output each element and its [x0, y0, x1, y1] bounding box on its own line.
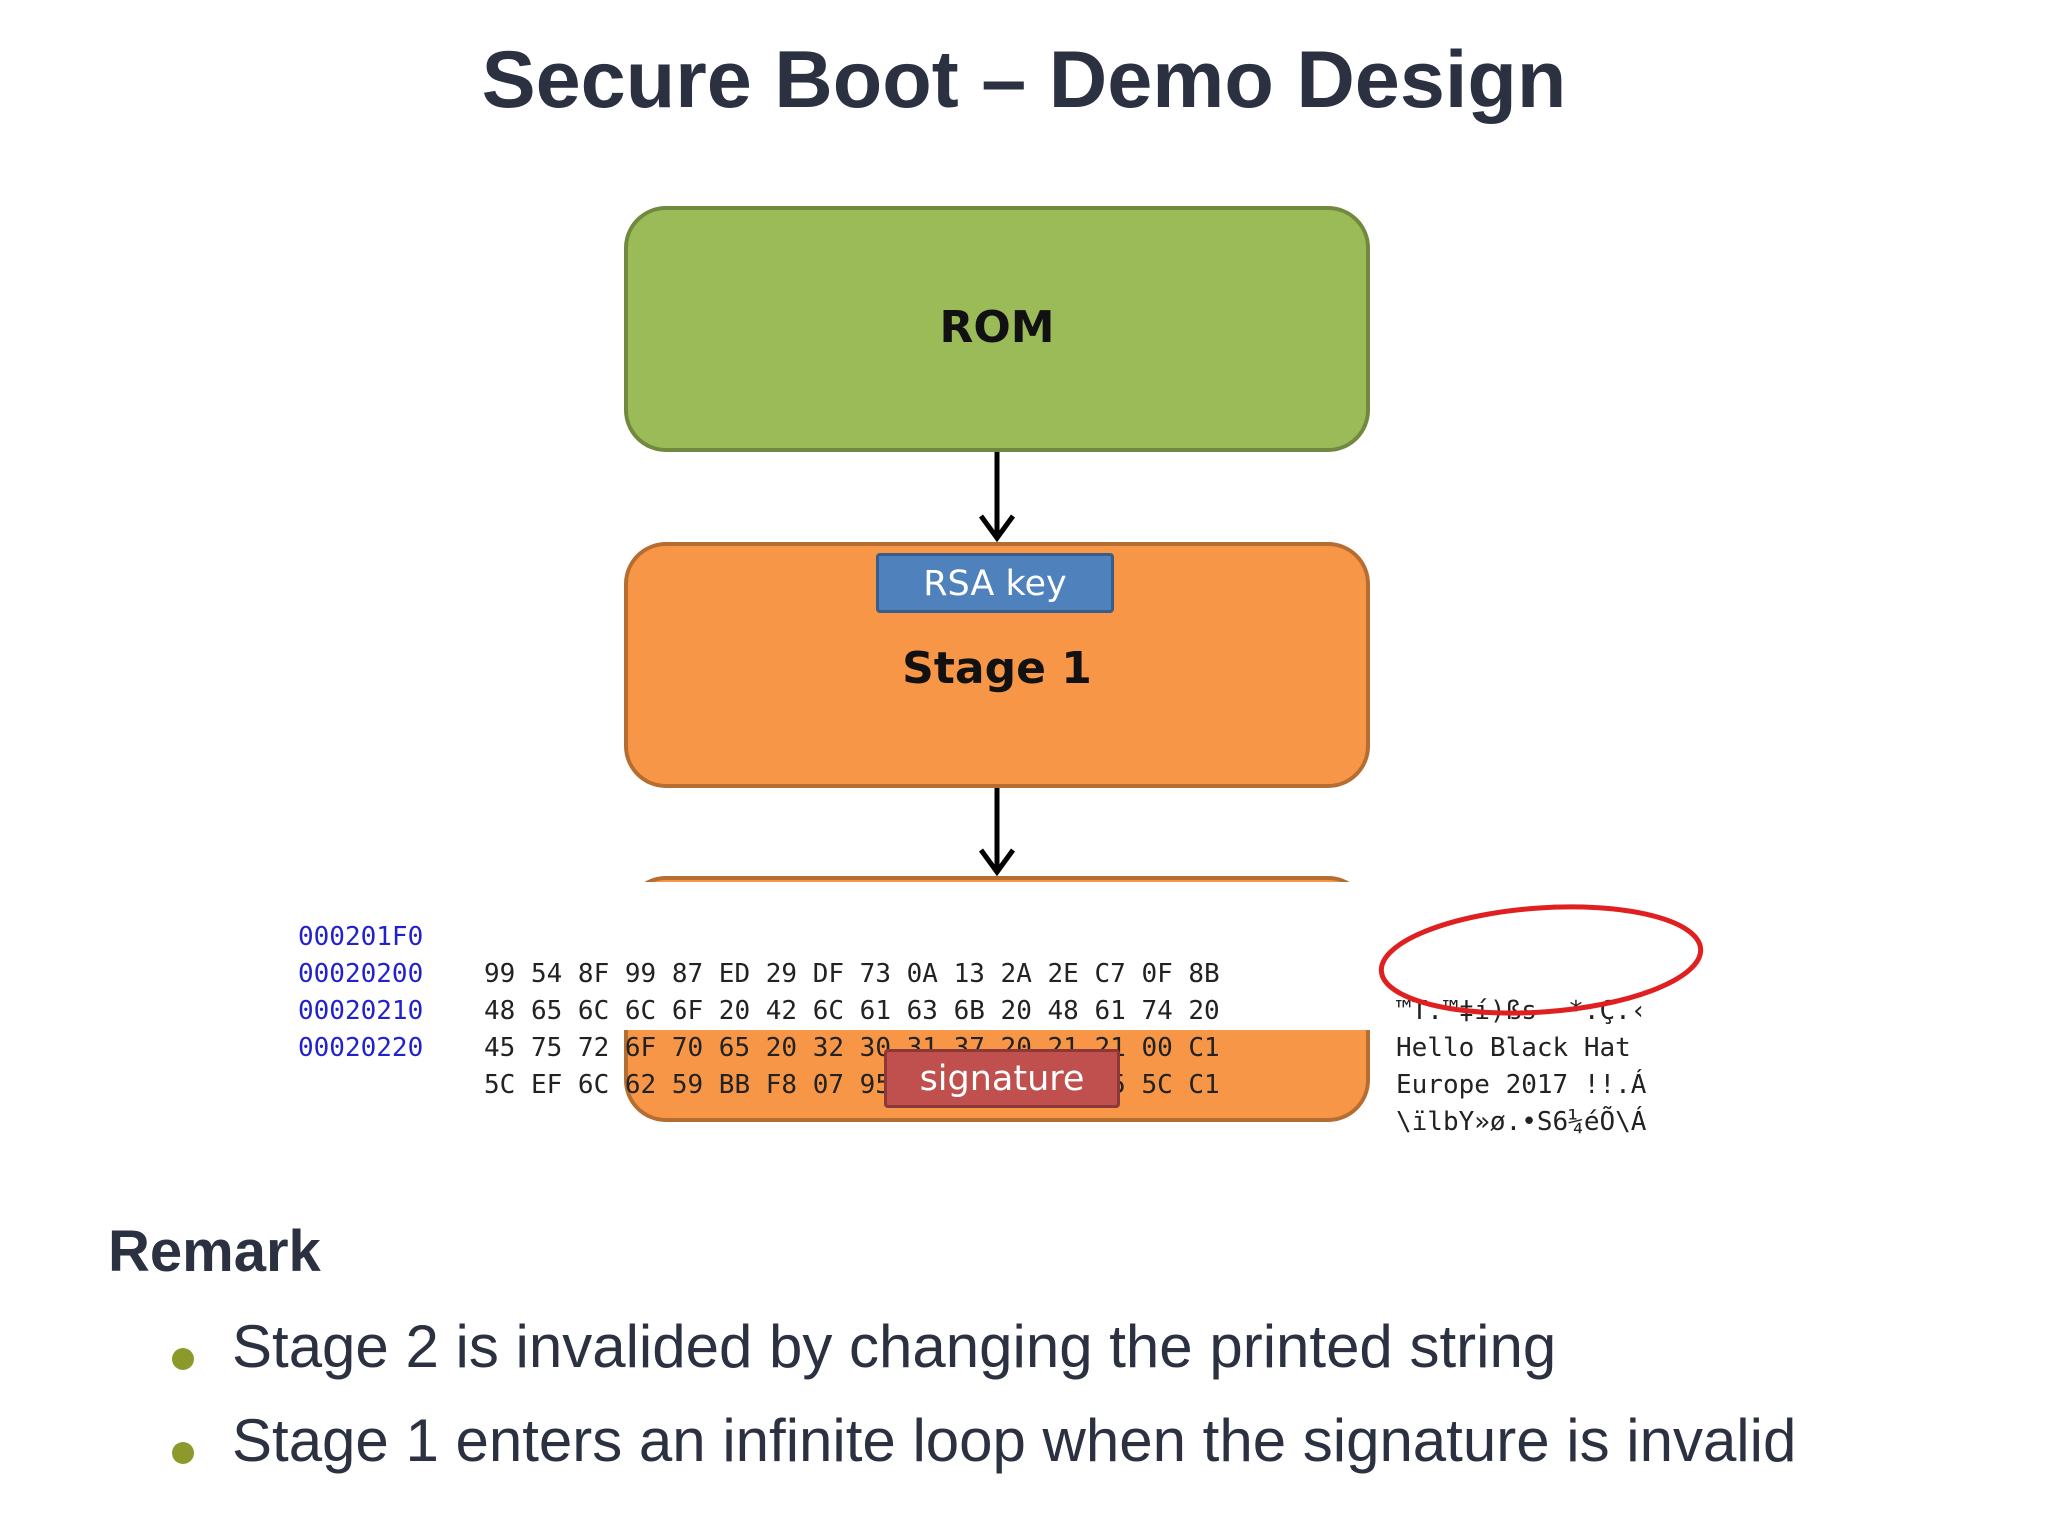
hex-bytes: 48 65 6C 6C 6F 20 42 6C 61 63 6B 20 48 6…: [484, 996, 1220, 1026]
stage1-label: Stage 1: [902, 643, 1092, 694]
hex-ascii: \ïlbY»ø.•S6¼éÕ\Á: [1396, 1107, 1647, 1137]
signature-tag: signature: [884, 1049, 1120, 1108]
hex-bytes: 99 54 8F 99 87 ED 29 DF 73 0A 13 2A 2E C…: [484, 959, 1220, 989]
rom-label: ROM: [939, 302, 1055, 353]
bullet-text: Stage 1 enters an infinite loop when the…: [232, 1407, 1797, 1474]
hex-ascii: Hello Black Hat: [1396, 1033, 1647, 1063]
bullet-dot-icon: [172, 1348, 194, 1370]
hex-address: 00020200: [298, 959, 424, 989]
hex-row: 00020200 48 65 6C 6C 6F 20 42 6C 61 63 6…: [292, 919, 1631, 1063]
bullet-text: Stage 2 is invalided by changing the pri…: [232, 1313, 1557, 1380]
hex-ascii: Europe 2017 !!.Á: [1396, 1070, 1647, 1100]
rom-block: ROM: [624, 206, 1370, 452]
rsa-key-tag: RSA key: [876, 553, 1114, 613]
hex-address: 00020220: [298, 1033, 424, 1063]
slide-title: Secure Boot – Demo Design: [481, 35, 1567, 125]
bullet-dot-icon: [172, 1442, 194, 1464]
highlight-ellipse: [1378, 904, 1704, 1016]
hex-address: 000201F0: [298, 922, 424, 952]
arrow-stage1-to-stage2: [978, 788, 1016, 877]
hex-row: 00020210 45 75 72 6F 70 65 20 32 30 31 3…: [292, 956, 1646, 1100]
arrow-rom-to-stage1: [978, 452, 1016, 543]
hex-bytes: 45 75 72 6F 70 65 20 32 30 31 37 20 21 2…: [484, 1033, 1220, 1063]
remark-heading: Remark: [108, 1219, 321, 1284]
hex-address: 00020210: [298, 996, 424, 1026]
